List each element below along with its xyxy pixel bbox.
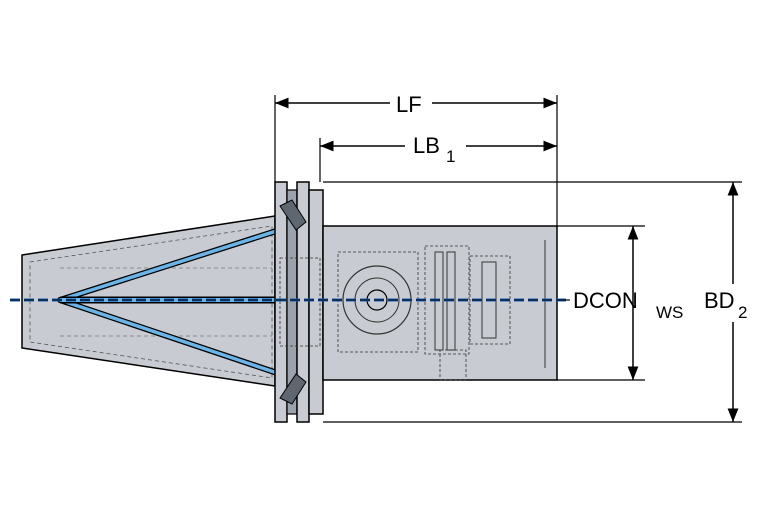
dimension-dcon-ws: DCON WS — [557, 226, 683, 380]
dcon-subscript: WS — [656, 303, 683, 322]
dcon-label: DCON — [573, 288, 638, 313]
dimension-lf: LF — [275, 92, 557, 117]
bd-label: BD — [704, 288, 735, 313]
lb-label: LB — [413, 133, 440, 158]
flange — [274, 181, 324, 423]
dimension-lb1: LB 1 — [320, 133, 557, 166]
dimension-bd2: BD 2 — [704, 182, 747, 422]
bd-subscript: 2 — [738, 303, 747, 322]
adapter-body — [322, 225, 558, 381]
lf-label: LF — [396, 92, 422, 117]
lb-subscript: 1 — [446, 147, 455, 166]
